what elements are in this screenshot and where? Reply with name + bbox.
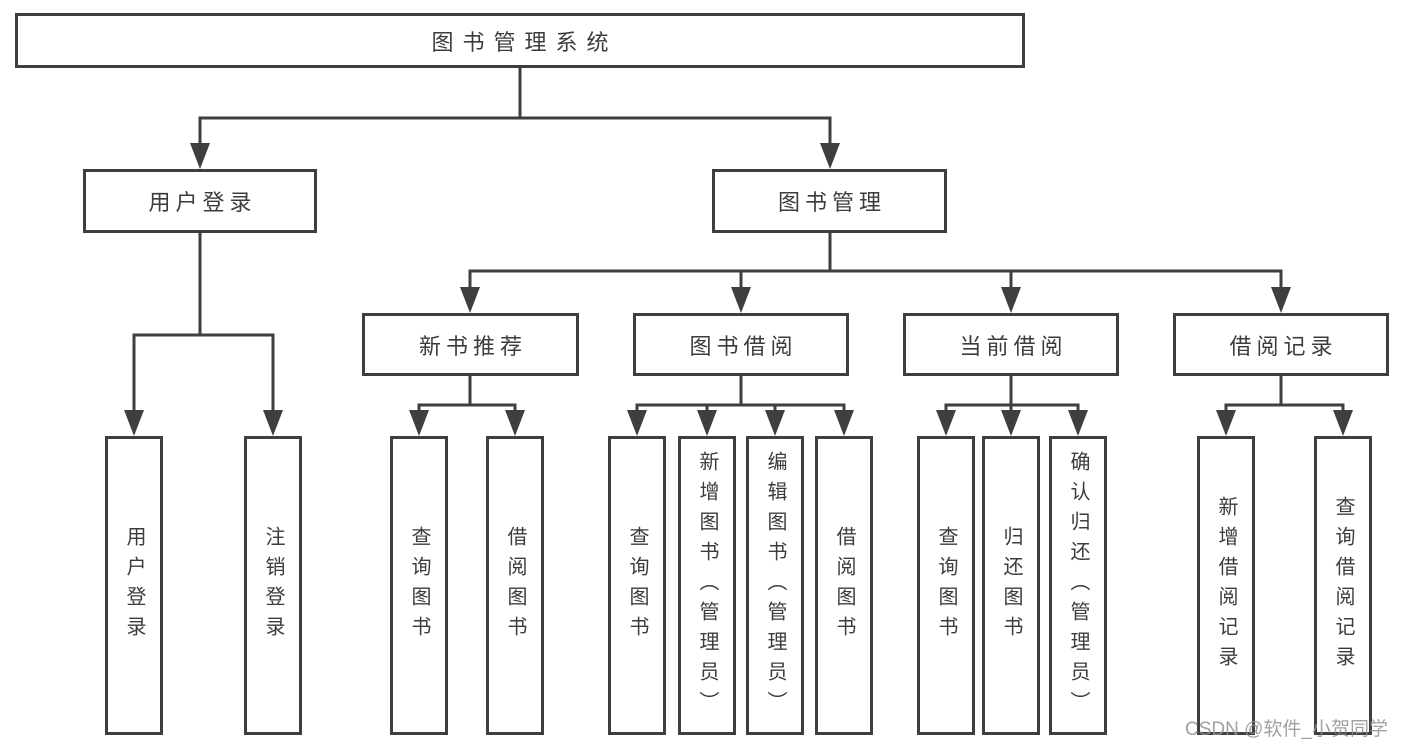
- arrowhead: [460, 287, 480, 313]
- arrowhead: [627, 410, 647, 436]
- leaf-logout: 注销登录: [244, 436, 302, 735]
- leaf-current-return: 归还图书: [982, 436, 1040, 735]
- connector-current-borrow: [944, 376, 1080, 412]
- arrowhead: [765, 410, 785, 436]
- leaf-borrow-query-label: 查询图书: [626, 525, 648, 646]
- connector-root: [198, 68, 832, 145]
- node-book-borrow: 图书借阅: [633, 313, 849, 376]
- leaf-current-query: 查询图书: [917, 436, 975, 735]
- connector-book-mgmt: [468, 233, 1283, 289]
- leaf-newbook-borrow-label: 借阅图书: [504, 525, 526, 646]
- node-new-book-recommend-label: 新书推荐: [418, 333, 527, 359]
- arrowhead: [936, 410, 956, 436]
- leaf-newbook-borrow: 借阅图书: [486, 436, 544, 735]
- arrowhead: [124, 410, 144, 436]
- csdn-watermark: CSDN @软件_小贺同学: [1185, 719, 1388, 740]
- leaf-borrow-edit-admin-label: 编辑图书（管理员）: [764, 450, 786, 721]
- leaf-newbook-query: 查询图书: [390, 436, 448, 735]
- node-book-borrow-label: 图书借阅: [689, 333, 798, 359]
- arrowheads: [124, 143, 1353, 436]
- arrowhead: [1271, 287, 1291, 313]
- leaf-record-add: 新增借阅记录: [1197, 436, 1255, 735]
- arrowhead: [1216, 410, 1236, 436]
- node-book-management-label: 图书管理: [777, 190, 886, 215]
- arrowhead: [409, 410, 429, 436]
- node-book-management: 图书管理: [712, 169, 947, 233]
- node-user-login-label: 用户登录: [148, 190, 257, 215]
- leaf-borrow-add-admin-label: 新增图书（管理员）: [696, 450, 718, 721]
- connector-paths: [132, 68, 1345, 412]
- connector-new-book: [417, 376, 517, 412]
- node-borrow-record-label: 借阅记录: [1229, 333, 1338, 359]
- connector-user-login: [132, 233, 275, 412]
- arrowhead: [1333, 410, 1353, 436]
- leaf-current-return-label: 归还图书: [1000, 525, 1022, 646]
- arrowhead: [263, 410, 283, 436]
- leaf-record-query: 查询借阅记录: [1314, 436, 1372, 735]
- arrowhead: [1068, 410, 1088, 436]
- node-new-book-recommend: 新书推荐: [362, 313, 579, 376]
- connector-borrow-record: [1224, 376, 1345, 412]
- node-root-label: 图书管理系统: [431, 29, 618, 55]
- leaf-record-query-label: 查询借阅记录: [1332, 495, 1354, 676]
- node-root: 图书管理系统: [15, 13, 1025, 68]
- node-borrow-record: 借阅记录: [1173, 313, 1389, 376]
- leaf-user-login: 用户登录: [105, 436, 163, 735]
- arrowhead: [820, 143, 840, 169]
- leaf-borrow-query: 查询图书: [608, 436, 666, 735]
- leaf-borrow-book-label: 借阅图书: [833, 525, 855, 646]
- leaf-borrow-book: 借阅图书: [815, 436, 873, 735]
- arrowhead: [834, 410, 854, 436]
- arrowhead: [1001, 287, 1021, 313]
- leaf-current-confirm-admin: 确认归还（管理员）: [1049, 436, 1107, 735]
- leaf-user-login-label: 用户登录: [123, 525, 145, 646]
- leaf-borrow-edit-admin: 编辑图书（管理员）: [746, 436, 804, 735]
- arrowhead: [731, 287, 751, 313]
- node-current-borrow: 当前借阅: [903, 313, 1119, 376]
- leaf-current-confirm-admin-label: 确认归还（管理员）: [1067, 450, 1089, 721]
- arrowhead: [1001, 410, 1021, 436]
- node-user-login: 用户登录: [83, 169, 317, 233]
- connector-book-borrow: [635, 376, 846, 412]
- arrowhead: [505, 410, 525, 436]
- leaf-record-add-label: 新增借阅记录: [1215, 495, 1237, 676]
- leaf-current-query-label: 查询图书: [935, 525, 957, 646]
- arrowhead: [697, 410, 717, 436]
- leaf-logout-label: 注销登录: [262, 525, 284, 646]
- node-current-borrow-label: 当前借阅: [959, 333, 1068, 359]
- arrowhead: [190, 143, 210, 169]
- leaf-borrow-add-admin: 新增图书（管理员）: [678, 436, 736, 735]
- leaf-newbook-query-label: 查询图书: [408, 525, 430, 646]
